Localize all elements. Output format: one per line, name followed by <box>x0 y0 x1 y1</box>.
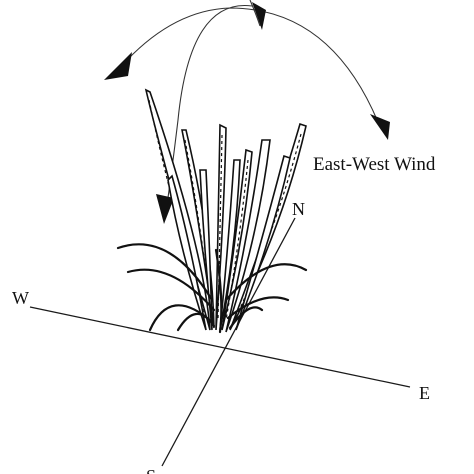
east-west-wind-label: East-West Wind <box>313 154 436 175</box>
west-east-axis <box>29 306 411 388</box>
south-label: S <box>146 466 156 474</box>
compass-axes <box>29 217 411 467</box>
blade-2 <box>181 129 215 329</box>
leaf-left-4 <box>176 312 216 332</box>
top-wind-tick <box>249 0 261 27</box>
leaf-right-3 <box>228 306 264 330</box>
leaf-right-2 <box>226 296 290 320</box>
north-label: N <box>292 199 305 219</box>
east-west-wind-arc <box>117 7 379 123</box>
leaf-left-1 <box>116 243 214 302</box>
east-arrowhead-icon <box>370 114 390 140</box>
west-label: W <box>12 288 29 308</box>
arrowheads <box>104 2 390 224</box>
west-arrowhead-icon <box>104 52 132 80</box>
blade-6 <box>225 139 271 333</box>
blade-5 <box>221 148 253 331</box>
leaf-right-1 <box>224 263 308 302</box>
blade-4 <box>215 123 227 331</box>
grass-plant-icon <box>116 88 308 334</box>
top-arrowhead-icon <box>252 2 266 30</box>
north-south-axis <box>161 217 296 467</box>
blade-8 <box>235 154 291 331</box>
stem-center <box>214 248 223 334</box>
leaf-left-2 <box>126 268 216 312</box>
east-label: E <box>419 383 430 403</box>
blade-9 <box>199 169 213 331</box>
south-arrowhead-icon <box>156 194 174 224</box>
